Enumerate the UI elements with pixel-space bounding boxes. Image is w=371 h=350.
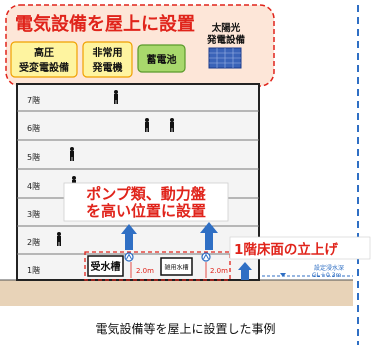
up-arrow-right (200, 222, 218, 250)
solar-label-2: 発電設備 (206, 34, 246, 46)
up-arrow-floor (238, 262, 252, 280)
floor-raise-box (229, 236, 371, 260)
person-icon (145, 118, 149, 132)
pump-icon (201, 252, 211, 262)
person-icon (70, 147, 74, 161)
pump-callout-line-2: を高い位置に設置 (86, 202, 206, 220)
floor-label-6: 6階 (27, 123, 40, 133)
solar-panel-icon (208, 47, 242, 69)
floor-label-5: 5階 (27, 152, 40, 162)
water-tank-box (87, 255, 124, 277)
building: 7階 6階 5階 4階 3階 2階 1階 (16, 83, 260, 281)
hv-substation-label-1: 高圧 (34, 46, 54, 59)
drainage-tank-label: 雑用水槽 (164, 264, 188, 272)
emergency-generator-box (82, 41, 133, 78)
floor-label-7: 7階 (27, 95, 40, 105)
person-icon (57, 232, 61, 246)
battery-box (137, 44, 186, 73)
raised-equipment-zone (84, 251, 231, 281)
roof-title: 電気設備を屋上に設置 (15, 13, 195, 35)
flood-level-label-2: GL＋0.3m (312, 272, 342, 279)
emergency-generator-label-2: 発電機 (92, 61, 123, 74)
water-tank-label: 受水槽 (91, 260, 121, 273)
pump-callout-box (63, 182, 229, 222)
flood-level-marker-icon (280, 273, 286, 277)
floor-label-4: 4階 (27, 181, 40, 191)
solar-label-1: 太陽光 (212, 22, 241, 34)
hv-substation-label-2: 受変電設備 (19, 61, 69, 74)
drainage-tank-box (160, 257, 193, 276)
figure-caption: 電気設備等を屋上に設置した事例 (95, 322, 276, 336)
hv-substation-box (10, 41, 78, 78)
person-icon (170, 118, 174, 132)
up-arrow-left (121, 224, 137, 250)
floor-label-1: 1階 (27, 265, 40, 275)
ground (0, 280, 353, 306)
person-icon (114, 90, 118, 104)
floor-label-3: 3階 (27, 209, 40, 219)
emergency-generator-label-1: 非常用 (93, 46, 123, 59)
floor-label-2: 2階 (27, 237, 40, 247)
pump-callout-line-1: ポンプ類、動力盤 (86, 185, 207, 203)
battery-label: 蓄電池 (147, 53, 177, 66)
height-label-right: 2.0m (210, 267, 228, 275)
roof-equipment-group: 電気設備を屋上に設置 高圧 受変電設備 非常用 発電機 蓄電池 太陽光 発電設備 (5, 4, 275, 87)
flood-level-label-1: 設定浸水深 (314, 264, 344, 272)
building-outline (16, 83, 260, 281)
floor-raise-label: 1階床面の立上げ (234, 241, 338, 258)
height-label-left: 2.0m (136, 267, 154, 275)
pump-icon (124, 252, 134, 262)
